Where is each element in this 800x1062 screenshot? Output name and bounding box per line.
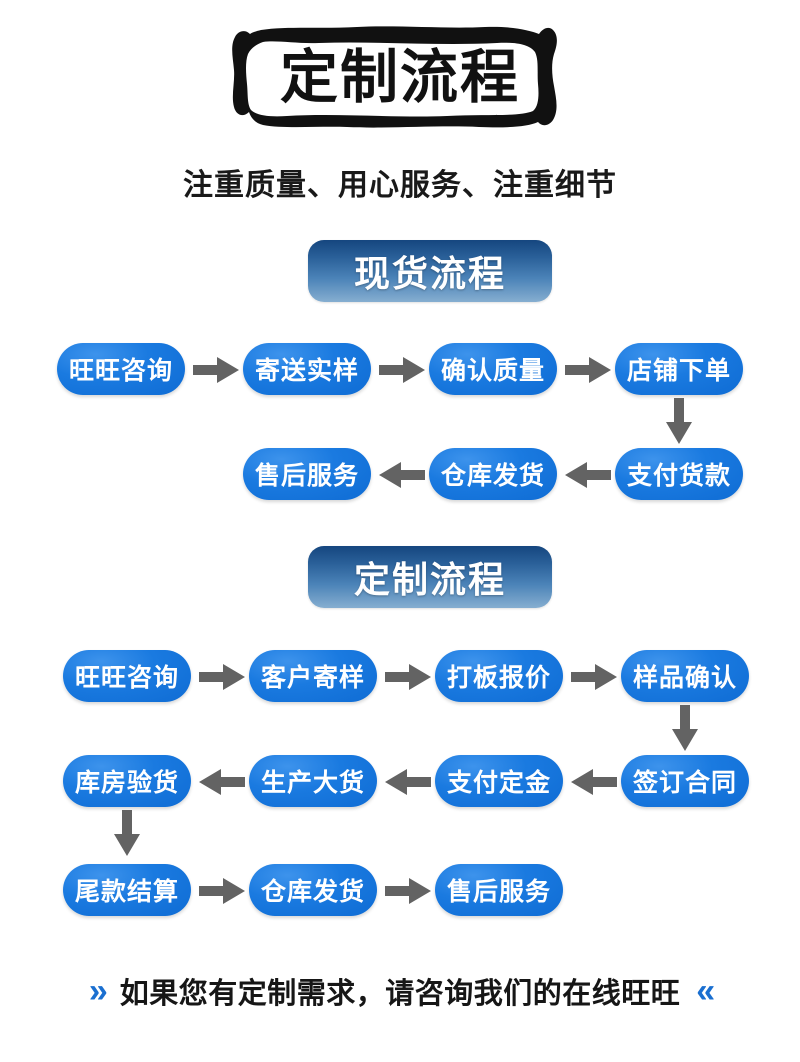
flow-step-pill[interactable]: 客户寄样 xyxy=(249,650,377,702)
flow-step-pill[interactable]: 支付定金 xyxy=(435,755,563,807)
footer-cta: » 如果您有定制需求，请咨询我们的在线旺旺 « xyxy=(0,970,800,1012)
section-badge-spot-flow: 现货流程 xyxy=(308,240,552,302)
arrow-right-icon xyxy=(199,664,245,690)
flow-step-pill[interactable]: 店铺下单 xyxy=(615,343,743,395)
arrow-right-icon xyxy=(199,878,245,904)
flow-step-pill[interactable]: 尾款结算 xyxy=(63,864,191,916)
page-subtitle: 注重质量、用心服务、注重细节 xyxy=(183,169,617,202)
hand-drawn-bracket-frame-icon xyxy=(232,26,557,128)
flow-step-pill[interactable]: 旺旺咨询 xyxy=(57,343,185,395)
flow-step-pill[interactable]: 售后服务 xyxy=(243,448,371,500)
arrow-right-icon xyxy=(571,664,617,690)
arrow-down-icon xyxy=(666,398,692,444)
flow-step-label: 售后服务 xyxy=(254,462,359,490)
flow-step-pill[interactable]: 仓库发货 xyxy=(429,448,557,500)
flow-step-label: 旺旺咨询 xyxy=(68,357,173,385)
chevron-double-right-icon: » xyxy=(88,972,108,1010)
arrow-right-icon xyxy=(385,664,431,690)
section-badge-label: 现货流程 xyxy=(353,253,506,294)
flow-step-label: 确认质量 xyxy=(440,357,545,385)
arrow-right-icon xyxy=(193,357,239,383)
flow-step-label: 签订合同 xyxy=(632,769,737,797)
flow-step-label: 尾款结算 xyxy=(74,878,179,906)
flow-step-pill[interactable]: 确认质量 xyxy=(429,343,557,395)
flow-step-label: 售后服务 xyxy=(446,878,551,906)
flow-step-pill[interactable]: 旺旺咨询 xyxy=(63,650,191,702)
arrow-right-icon xyxy=(385,878,431,904)
section-badge-label: 定制流程 xyxy=(353,559,506,600)
section-badge-custom-flow: 定制流程 xyxy=(308,546,552,608)
flow-step-pill[interactable]: 签订合同 xyxy=(621,755,749,807)
title-frame: 定制流程 xyxy=(227,24,573,132)
arrow-left-icon xyxy=(571,769,617,795)
footer-cta-text: 如果您有定制需求，请咨询我们的在线旺旺 xyxy=(119,978,681,1010)
flow-step-label: 店铺下单 xyxy=(626,357,731,385)
flow-step-pill[interactable]: 支付货款 xyxy=(615,448,743,500)
arrow-left-icon xyxy=(385,769,431,795)
flow-step-label: 客户寄样 xyxy=(260,664,365,692)
arrow-left-icon xyxy=(199,769,245,795)
arrow-right-icon xyxy=(565,357,611,383)
arrow-left-icon xyxy=(565,462,611,488)
page-title: 定制流程 xyxy=(279,45,520,110)
arrow-right-icon xyxy=(379,357,425,383)
flow-step-label: 打板报价 xyxy=(446,664,551,692)
flow-step-label: 支付定金 xyxy=(446,769,551,797)
chevron-double-left-icon: « xyxy=(696,972,715,1010)
flow-step-pill[interactable]: 打板报价 xyxy=(435,650,563,702)
flow-step-pill[interactable]: 仓库发货 xyxy=(249,864,377,916)
flow-step-label: 仓库发货 xyxy=(260,878,365,906)
flow-step-label: 库房验货 xyxy=(74,769,179,797)
flow-step-label: 寄送实样 xyxy=(254,357,359,385)
flow-step-label: 仓库发货 xyxy=(440,462,545,490)
flow-step-label: 旺旺咨询 xyxy=(74,664,179,692)
flow-step-pill[interactable]: 样品确认 xyxy=(621,650,749,702)
flow-step-label: 支付货款 xyxy=(626,462,731,490)
flow-step-pill[interactable]: 生产大货 xyxy=(249,755,377,807)
arrow-down-icon xyxy=(672,705,698,751)
flow-step-pill[interactable]: 库房验货 xyxy=(63,755,191,807)
flow-step-label: 生产大货 xyxy=(260,769,365,797)
arrow-down-icon xyxy=(114,810,140,856)
arrow-left-icon xyxy=(379,462,425,488)
page-title-block: 定制流程 xyxy=(0,24,800,132)
flow-step-label: 样品确认 xyxy=(632,664,737,692)
flow-step-pill[interactable]: 售后服务 xyxy=(435,864,563,916)
flow-step-pill[interactable]: 寄送实样 xyxy=(243,343,371,395)
